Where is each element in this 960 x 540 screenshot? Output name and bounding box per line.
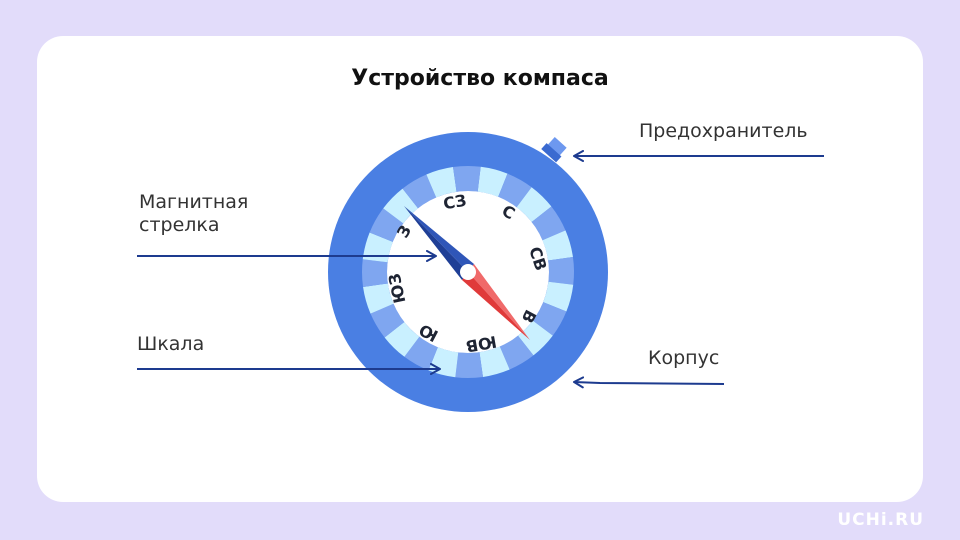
body-pointer-arrow	[573, 376, 725, 389]
body-label: Корпус	[648, 347, 720, 369]
scale-segment	[362, 232, 393, 263]
magnetic-needle	[404, 206, 530, 340]
scale-segment	[531, 206, 566, 241]
scale-segment	[532, 302, 567, 336]
fuse-button	[541, 136, 567, 163]
scale-segment	[499, 335, 534, 370]
scale-segment	[426, 167, 457, 198]
scale-segment	[369, 208, 404, 242]
diagram-title: Устройство компаса	[351, 66, 609, 91]
needle-south-shade	[462, 272, 530, 340]
needle-label-line2: стрелка	[139, 214, 220, 236]
scale-segment	[361, 259, 388, 287]
scale-ring	[361, 165, 575, 379]
scale-segment	[384, 322, 420, 357]
brand-logo: UCHi.RU	[837, 510, 924, 530]
scale-segment	[516, 187, 552, 222]
scale-segment	[518, 320, 553, 356]
needle-pivot	[460, 264, 476, 280]
needle-south-half	[468, 264, 530, 340]
scale-segment	[404, 336, 438, 371]
needle-north-half	[404, 206, 474, 272]
scale-segment	[370, 303, 405, 338]
scale-segment	[543, 281, 574, 312]
scale-segment	[498, 173, 532, 208]
needle-north-shade	[404, 206, 468, 280]
scale-segment	[542, 230, 573, 261]
scale-segment	[453, 165, 481, 192]
scale-segment	[383, 188, 418, 224]
scale-segment	[477, 166, 508, 197]
needle-label: Магнитная стрелка	[139, 191, 248, 237]
scale-segment	[548, 257, 575, 285]
scale-segment	[479, 346, 510, 377]
scale-label: Шкала	[137, 333, 205, 355]
scale-segment	[455, 352, 483, 379]
needle-label-line1: Магнитная	[139, 191, 249, 213]
scale-segment	[363, 283, 394, 314]
fuse-label: Предохранитель	[639, 120, 808, 142]
scale-segment	[402, 174, 437, 209]
direction-nw: СЗ	[442, 191, 468, 214]
